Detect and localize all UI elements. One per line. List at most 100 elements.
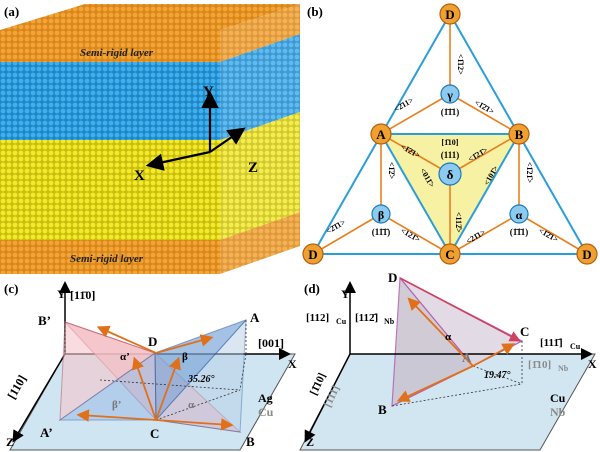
d-y-dir-nb: [112̄] — [355, 312, 378, 324]
dir-ac: <1̄2̄1> — [537, 226, 560, 245]
alpha-plane: (1̄1̄1) — [510, 227, 529, 237]
d-x-sub-cu: Cu — [570, 342, 581, 351]
c-beta: β — [182, 351, 188, 363]
d-y-sub-nb: Nb — [384, 317, 395, 326]
c-pt-D: D — [148, 334, 157, 349]
d-mat-bot: Nb — [550, 405, 566, 419]
dir-ab2: <1̄21̄> — [525, 162, 534, 184]
node-C-label: C — [445, 247, 454, 262]
d-y-dir-cu: [112] — [306, 312, 329, 324]
node-D-top-label: D — [445, 7, 454, 22]
node-B-label: B — [515, 127, 524, 142]
c-x-label: X — [288, 357, 297, 371]
d-x-dir-cu: [111̄] — [540, 337, 563, 349]
yellow-block-front — [0, 140, 220, 240]
top-layer-side-face — [220, 4, 300, 62]
d-arrows — [396, 297, 516, 402]
d-pt-B: B — [378, 402, 387, 417]
c-beta-prime: β’ — [112, 399, 121, 411]
dir-top: <1̄12> — [456, 54, 465, 75]
node-D-right: D — [576, 243, 598, 265]
top-layer-top-face — [0, 4, 300, 30]
panel-a-label: (a) — [4, 4, 19, 19]
c-alpha-prime: α’ — [120, 351, 130, 363]
node-A-label: A — [376, 127, 386, 142]
d-y-label: Y — [341, 287, 350, 301]
blue-block-side — [220, 34, 300, 140]
panel-c: (c) — [4, 281, 297, 451]
d-mat-top: Cu — [550, 391, 566, 405]
node-C: C — [439, 243, 461, 265]
dir-ba: <1̄2̄> — [387, 162, 396, 180]
dir-dc-c: <112̄> — [454, 212, 463, 233]
d-red-arrow — [399, 277, 521, 342]
node-D-left: D — [302, 243, 324, 265]
c-x-dir: [001] — [258, 336, 284, 350]
top-layer-label: Semi-rigid layer — [80, 47, 154, 59]
bottom-layer-side — [220, 212, 300, 274]
d-z-label: Z — [306, 435, 314, 449]
node-gamma — [440, 84, 460, 104]
panel-c-label: (c) — [4, 281, 18, 296]
d-pt-D: D — [388, 270, 397, 285]
c-pt-Bprime: B’ — [38, 313, 51, 328]
axis-x-arrow — [145, 150, 211, 171]
d-x-sub-nb: Nb — [558, 364, 569, 373]
gamma-plane: (1̄1̄1) — [441, 107, 460, 117]
d-axis-z — [304, 353, 351, 443]
axis-y-label: Y — [203, 84, 214, 100]
d-x-dir-nb: [1̄10] — [528, 359, 551, 371]
c-angle: 35.26° — [187, 374, 215, 385]
d-y-dir-group: [112] Cu [112̄] Nb — [306, 312, 395, 326]
node-D-right-label: D — [582, 247, 591, 262]
c-alpha: α — [188, 399, 195, 411]
d-pt-C: C — [520, 324, 529, 339]
d-y-sub-cu: Cu — [336, 317, 347, 326]
node-A: A — [370, 123, 392, 145]
c-pt-C: C — [150, 426, 159, 441]
c-guides — [64, 320, 247, 421]
dir-bc: <121̄> — [399, 226, 422, 245]
delta-symbol: δ — [447, 167, 454, 182]
c-pt-B: B — [246, 434, 255, 449]
node-beta — [371, 204, 391, 224]
beta-symbol: β — [378, 208, 384, 222]
d-angle: 19.47° — [484, 370, 511, 381]
bottom-layer-label: Semi-rigid layer — [70, 253, 144, 265]
node-delta — [438, 162, 462, 186]
top-layer-front-face — [0, 30, 220, 62]
d-z-dir-cu: [1̄10] — [308, 371, 329, 397]
delta-plane: (111) — [441, 150, 460, 160]
c-z-label: Z — [6, 435, 14, 449]
dir-bl: <2̄1̄1> — [325, 217, 348, 235]
node-B: B — [508, 123, 530, 145]
c-pt-A: A — [250, 310, 260, 325]
axis-z-label: Z — [248, 160, 258, 176]
dir-al: <21̄1> — [465, 227, 488, 245]
c-pt-Aprime: A’ — [40, 425, 53, 440]
bottom-layer-front — [0, 240, 220, 274]
panel-b: (b) γ δ β α (1̄1̄1) (111) — [302, 3, 598, 265]
panel-a: (a) Semi-rigid layer Semi-rigid layer Y … — [0, 4, 300, 274]
axis-z-arrow — [209, 127, 246, 153]
axis-x-label: X — [134, 168, 145, 184]
blue-block-front — [0, 62, 220, 140]
c-y-dir: [11̄0] — [70, 288, 95, 302]
spokes — [312, 14, 588, 255]
beta-plane: (11̄1̄) — [372, 227, 391, 237]
blue-face-2 — [58, 352, 157, 421]
node-D-left-label: D — [308, 247, 317, 262]
node-D-top: D — [439, 3, 461, 25]
panel-d-label: (d) — [304, 281, 320, 296]
d-x-dir-group: [111̄] Cu [1̄10] Nb — [528, 337, 581, 373]
alpha-symbol: α — [516, 208, 523, 222]
node-alpha — [509, 204, 529, 224]
gamma-symbol: γ — [446, 88, 453, 102]
d-pt-A: A — [462, 350, 472, 365]
c-axis-z — [12, 353, 66, 443]
panel-d: (d) Y [112] Cu [112̄] Nb — [299, 270, 597, 451]
dir-ga: <2̄11> — [393, 95, 416, 113]
c-mat-bot: Cu — [258, 405, 274, 419]
c-mat-top: Ag — [258, 391, 273, 405]
